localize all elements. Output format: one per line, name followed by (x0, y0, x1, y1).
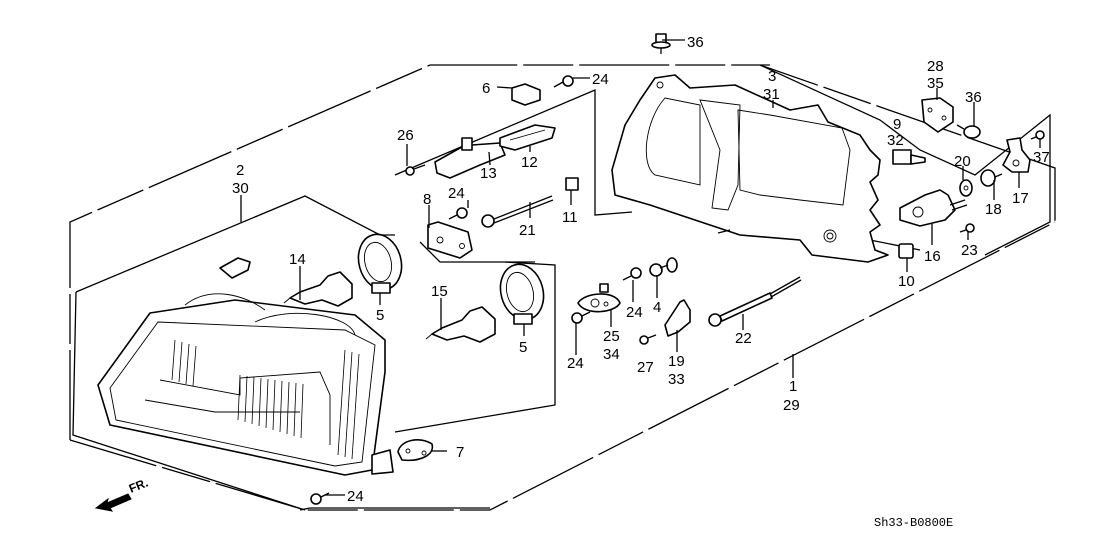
callout-11: 11 (562, 209, 578, 226)
callout-32: 32 (887, 132, 904, 149)
cover-7 (397, 439, 434, 462)
screw-24d (622, 267, 642, 281)
bushing-18 (980, 169, 1003, 187)
bracket-17 (1002, 137, 1031, 173)
callout-22: 22 (735, 330, 752, 347)
callout-16: 16 (924, 248, 941, 265)
callout-6: 6 (482, 80, 490, 97)
clip-part (219, 257, 251, 279)
callout-37: 37 (1033, 149, 1050, 166)
callout-25: 25 (603, 328, 620, 345)
callout-36a: 36 (687, 34, 704, 51)
front-direction-indicator: FR. (94, 476, 150, 512)
callout-24d: 24 (626, 304, 643, 321)
callout-1: 1 (789, 378, 797, 395)
bracket-19 (664, 299, 691, 337)
callout-7: 7 (456, 444, 464, 461)
bracket-8 (427, 221, 473, 259)
bulb-14 (283, 271, 353, 307)
adjusting-screw-21 (481, 195, 554, 228)
adjuster-rod-22 (708, 276, 802, 327)
callout-5a: 5 (376, 307, 384, 324)
retainer-ring-5a (357, 233, 403, 294)
callout-24c: 24 (567, 355, 584, 372)
adjuster-16 (899, 189, 968, 227)
callout-21: 21 (519, 222, 536, 239)
screw-24b (448, 207, 468, 220)
callout-8: 8 (423, 191, 431, 208)
screw-37 (1030, 130, 1045, 140)
callout-28: 28 (927, 58, 944, 75)
callout-labels: 2 30 14 5 15 5 6 24 26 13 12 24 8 21 11 … (232, 34, 1050, 505)
callout-30: 30 (232, 180, 249, 197)
callout-29: 29 (783, 397, 800, 414)
bracket-group-boundary (394, 89, 633, 263)
leader-lines (240, 39, 1041, 496)
connector-9 (892, 149, 926, 165)
screw-27 (639, 334, 657, 345)
screw-26 (405, 164, 426, 176)
pad-12 (499, 124, 556, 151)
screw-23 (959, 223, 975, 233)
retainer-ring-5b (499, 263, 545, 325)
callout-33: 33 (668, 371, 685, 388)
callout-34: 34 (603, 346, 620, 363)
callout-27: 27 (637, 359, 654, 376)
screw-24c (571, 311, 591, 324)
callout-4: 4 (653, 299, 661, 316)
callout-31: 31 (763, 86, 780, 103)
callout-12: 12 (521, 154, 538, 171)
bolt-36b (956, 124, 981, 139)
bulb-15 (425, 306, 496, 343)
headlight-frame-3 (611, 74, 889, 263)
bracket-28 (921, 97, 954, 133)
callout-23: 23 (961, 242, 978, 259)
front-label: FR. (127, 476, 150, 496)
callout-36b: 36 (965, 89, 982, 106)
callout-24b: 24 (448, 185, 465, 202)
washer-20 (959, 179, 973, 197)
callout-5b: 5 (519, 339, 527, 356)
screw-24a (553, 75, 574, 88)
callout-9: 9 (893, 116, 901, 133)
callout-2: 2 (236, 162, 244, 179)
callout-19: 19 (668, 353, 685, 370)
plate-25 (577, 283, 621, 313)
assembly-boundary-outer (69, 64, 1056, 511)
headlight-housing (97, 293, 394, 476)
screw-24e (310, 492, 330, 505)
stud-4 (649, 257, 678, 277)
callout-3: 3 (768, 68, 776, 85)
callout-24e: 24 (347, 488, 364, 505)
bolt-36a (651, 33, 671, 54)
callout-18: 18 (985, 201, 1002, 218)
callout-10: 10 (898, 273, 915, 290)
front-arrow-icon (94, 493, 132, 512)
callout-35: 35 (927, 75, 944, 92)
callout-15: 15 (431, 283, 448, 300)
nut-11 (565, 177, 579, 191)
drawing-code: Sh33-B0800E (874, 516, 953, 530)
callout-24a: 24 (592, 71, 609, 88)
callout-13: 13 (480, 165, 497, 182)
clip-6 (511, 83, 541, 106)
bracket-13 (434, 137, 506, 179)
callout-14: 14 (289, 251, 306, 268)
callout-20: 20 (954, 153, 971, 170)
callout-17: 17 (1012, 190, 1029, 207)
callout-26: 26 (397, 127, 414, 144)
nut-10 (898, 243, 914, 259)
assembly-boundary-inner (72, 195, 556, 511)
